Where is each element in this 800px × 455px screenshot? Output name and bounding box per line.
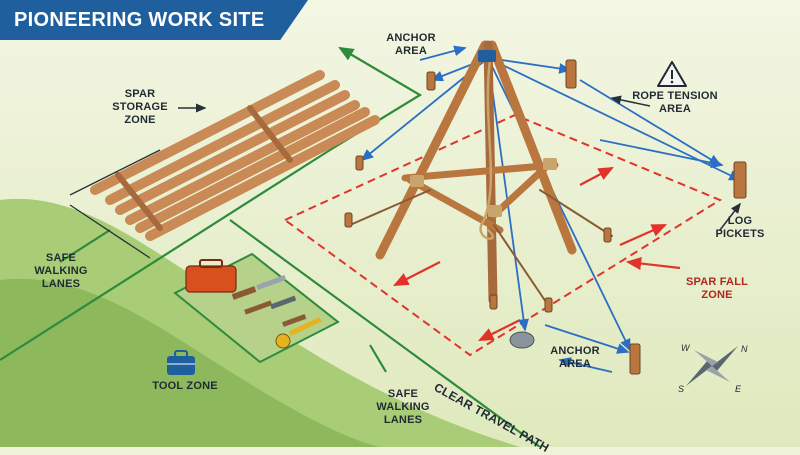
label-line: SPAR — [124, 88, 156, 100]
tool-zone — [173, 252, 340, 364]
storage-dimension-lines — [69, 149, 161, 259]
label-line: STORAGE — [112, 101, 168, 113]
label-line: AREA — [559, 358, 591, 370]
label-rope-tension-area: ROPE TENSION AREA — [620, 90, 730, 116]
toolbox-icon — [185, 265, 237, 293]
label-line: WALKING — [376, 401, 430, 413]
warning-icon — [657, 61, 687, 87]
page-title: PIONEERING WORK SITE — [14, 9, 265, 31]
label-spar-fall-zone: SPAR FALL ZONE — [672, 276, 762, 302]
label-line: AREA — [659, 103, 691, 115]
label-tool-zone: TOOL ZONE — [152, 380, 218, 392]
label-line: SAFE — [387, 388, 419, 400]
log-pickets — [344, 59, 747, 375]
anchor-rock — [509, 331, 535, 349]
label-line: ZONE — [124, 114, 156, 126]
spar-storage-logs — [90, 70, 380, 241]
label-line: WALKING — [34, 265, 88, 277]
compass-s: S — [678, 384, 684, 394]
label-line: ZONE — [701, 289, 733, 301]
label-anchor-area-top: ANCHOR AREA — [376, 32, 446, 58]
fall-zone-arrows — [393, 166, 681, 341]
label-spar-storage-zone: SPAR STORAGE ZONE — [100, 88, 180, 127]
label-line: ROPE TENSION — [632, 90, 718, 102]
label-line: LANES — [41, 278, 81, 290]
label-line: LOG — [727, 215, 753, 227]
label-line: AREA — [395, 45, 427, 57]
label-line: ANCHOR — [550, 345, 600, 357]
tripod-tower — [349, 40, 613, 306]
title-banner: PIONEERING WORK SITE — [0, 0, 308, 40]
label-anchor-area-bottom: ANCHOR AREA — [540, 345, 610, 371]
label-log-pickets: LOG PICKETS — [710, 215, 770, 241]
compass-e: E — [735, 384, 742, 394]
label-line: SPAR FALL — [685, 276, 749, 288]
label-line: PICKETS — [715, 228, 765, 240]
label-safe-walking-lanes-left: SAFE WALKING LANES — [26, 252, 96, 291]
label-line: ANCHOR — [386, 32, 436, 44]
tool-zone-icon — [167, 350, 195, 375]
compass-rose-icon: N E S W — [678, 343, 748, 394]
compass-w: W — [681, 343, 691, 353]
label-arrows — [178, 95, 741, 231]
label-safe-walking-lanes-bottom: SAFE WALKING LANES — [368, 388, 438, 427]
compass-n: N — [741, 344, 748, 354]
spar-fall-zone-outline — [283, 113, 723, 357]
label-line: LANES — [383, 414, 423, 426]
label-line: SAFE — [45, 252, 77, 264]
